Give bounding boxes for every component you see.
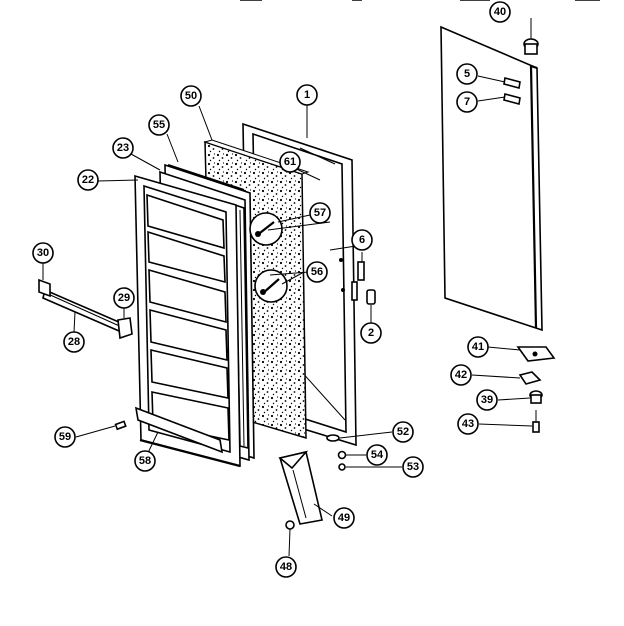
toe-grille [278, 450, 323, 525]
door-top-hinge-bushing [523, 18, 539, 55]
svg-text:53: 53 [407, 461, 419, 473]
callout-28: 28 [63, 331, 85, 353]
callout-58: 58 [134, 450, 156, 472]
callout-57: 57 [309, 202, 331, 224]
hinge-screw-upper [249, 212, 283, 246]
callout-5: 5 [456, 63, 478, 85]
callout-59: 59 [54, 426, 76, 448]
callout-1: 1 [296, 84, 318, 106]
svg-text:41: 41 [472, 341, 484, 353]
callout-39: 39 [476, 389, 498, 411]
callout-23: 23 [112, 137, 134, 159]
svg-text:1: 1 [304, 89, 310, 101]
svg-text:52: 52 [397, 426, 409, 438]
callout-7: 7 [456, 91, 478, 113]
callout-43: 43 [457, 413, 479, 435]
callout-49: 49 [333, 507, 355, 529]
outer-door-panel [440, 25, 543, 332]
lower-hinge-bushing [326, 434, 347, 471]
callout-56: 56 [306, 261, 328, 283]
callout-41: 41 [467, 336, 489, 358]
callout-40: 40 [489, 1, 511, 23]
svg-text:55: 55 [153, 119, 165, 131]
svg-text:2: 2 [368, 327, 374, 339]
callout-61: 61 [279, 151, 301, 173]
bottom-hinge-bracket [516, 346, 556, 385]
callout-52: 52 [392, 421, 414, 443]
handle-clip [357, 261, 376, 305]
svg-text:49: 49 [338, 512, 350, 524]
callout-42: 42 [450, 364, 472, 386]
door-bottom-sill [134, 406, 224, 454]
svg-text:42: 42 [455, 369, 467, 381]
callout-30: 30 [32, 242, 54, 264]
grille-screw [285, 520, 295, 557]
callout-50: 50 [180, 85, 202, 107]
callout-6: 6 [351, 229, 373, 251]
svg-text:59: 59 [59, 431, 71, 443]
svg-text:30: 30 [37, 247, 49, 259]
svg-text:50: 50 [185, 90, 197, 102]
callout-29: 29 [113, 287, 135, 309]
liner-screw [114, 420, 127, 431]
svg-text:6: 6 [359, 234, 365, 246]
shelf-bar-cap-right [117, 317, 133, 340]
callout-55: 55 [148, 114, 170, 136]
svg-text:48: 48 [280, 561, 292, 573]
svg-text:54: 54 [371, 449, 384, 461]
callout-53: 53 [402, 456, 424, 478]
hinge-pin-washer [529, 390, 543, 433]
svg-text:56: 56 [311, 266, 323, 278]
inner-door-liner [134, 174, 241, 468]
svg-text:43: 43 [462, 418, 474, 430]
svg-text:22: 22 [82, 174, 94, 186]
svg-text:7: 7 [464, 96, 470, 108]
svg-text:29: 29 [118, 292, 130, 304]
svg-text:40: 40 [494, 6, 506, 18]
svg-text:23: 23 [117, 142, 129, 154]
callout-54: 54 [366, 444, 388, 466]
callout-48: 48 [275, 556, 297, 578]
svg-text:58: 58 [139, 455, 151, 467]
shelf-bar-cap-left [38, 278, 51, 298]
hinge-screw-lower [254, 269, 288, 303]
svg-text:61: 61 [284, 156, 296, 168]
svg-text:39: 39 [481, 394, 493, 406]
svg-text:57: 57 [314, 207, 326, 219]
callout-2: 2 [360, 322, 382, 344]
callout-22: 22 [77, 169, 99, 191]
leader-lines [42, 23, 533, 517]
svg-text:28: 28 [68, 336, 80, 348]
svg-text:5: 5 [464, 68, 470, 80]
